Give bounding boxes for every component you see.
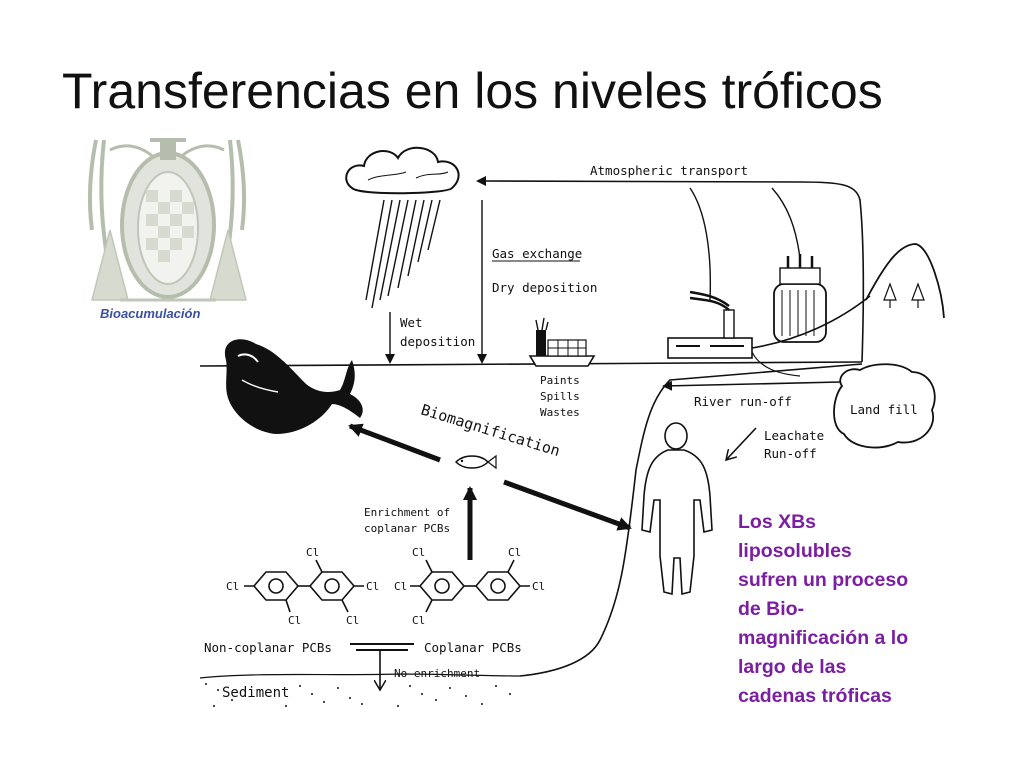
enrichment-label-1: Enrichment of [364, 506, 450, 519]
caption-line: Los XBs [738, 511, 817, 533]
rain-cloud-icon [345, 146, 460, 309]
whale-icon [224, 339, 363, 434]
spills-label: Spills [540, 390, 580, 403]
human-figure-icon [641, 422, 713, 596]
cl-label-3: Cl [306, 546, 319, 559]
river-runoff-label: River run-off [694, 394, 792, 409]
sediment-label: Sediment [222, 685, 289, 701]
cl-label-9: Cl [508, 546, 521, 559]
transport-branch-2 [771, 187, 801, 259]
cl-label-1: Cl [226, 580, 239, 593]
non-coplanar-pcb-molecule [244, 559, 364, 613]
ship-icon [528, 317, 596, 367]
cl-label-10: Cl [532, 580, 545, 593]
wet-deposition-label-1: Wet [400, 315, 423, 330]
landfill-shape [833, 363, 936, 449]
coplanar-label: Coplanar PCBs [424, 640, 522, 655]
factory-icon [667, 290, 753, 359]
biomagnification-arrow-to-whale [348, 423, 441, 463]
fish-icon [455, 454, 497, 470]
cl-label-2: Cl [288, 614, 301, 627]
wastes-label: Wastes [540, 406, 580, 419]
leachate-label: Leachate [764, 428, 824, 443]
caption-line: sufren un proceso [738, 569, 909, 591]
caption-line: largo de las [738, 656, 847, 678]
cl-label-8: Cl [412, 614, 425, 627]
biomagnification-arrow-to-human [503, 479, 632, 531]
atmospheric-transport-arrow [476, 176, 865, 363]
runoff-label: Run-off [764, 446, 817, 461]
university-emblem-icon [87, 138, 247, 302]
no-enrichment-label: No enrichment [394, 667, 480, 680]
caption-line: de Bio- [738, 598, 805, 620]
landfill-label: Land fill [850, 402, 918, 417]
caption-text: Los XBs liposolubles sufren un proceso d… [738, 508, 998, 711]
emblem-label: Bioacumulación [100, 306, 200, 321]
river-runoff-arrow [662, 380, 841, 391]
caption-line: cadenas tróficas [738, 685, 892, 707]
cl-label-4: Cl [366, 580, 379, 593]
gas-exchange-label: Gas exchange [492, 246, 582, 261]
non-coplanar-label: Non-coplanar PCBs [204, 640, 332, 655]
transport-branch-1 [689, 187, 712, 301]
shore-line [519, 363, 863, 677]
paints-label: Paints [540, 374, 580, 387]
leachate-arrow [726, 427, 757, 460]
sediment-layer [199, 673, 521, 707]
coplanar-pcb-molecule [410, 559, 530, 613]
caption-line: liposolubles [738, 540, 852, 562]
mountain-icon [865, 243, 945, 319]
cl-label-7: Cl [394, 580, 407, 593]
dry-deposition-label: Dry deposition [492, 280, 597, 295]
land-profile-line [751, 295, 871, 349]
cl-label-5: Cl [346, 614, 359, 627]
atmospheric-transport-label: Atmospheric transport [590, 163, 748, 178]
caption-line: magnificación a lo [738, 627, 909, 649]
transformer-icon [773, 254, 827, 343]
slide-title: Transferencias en los niveles tróficos [62, 63, 883, 119]
cl-label-6: Cl [412, 546, 425, 559]
water-surface-line [199, 361, 863, 367]
enrichment-label-2: coplanar PCBs [364, 522, 450, 535]
wet-deposition-label-2: deposition [400, 334, 475, 349]
pcb-split-bar [350, 643, 414, 651]
